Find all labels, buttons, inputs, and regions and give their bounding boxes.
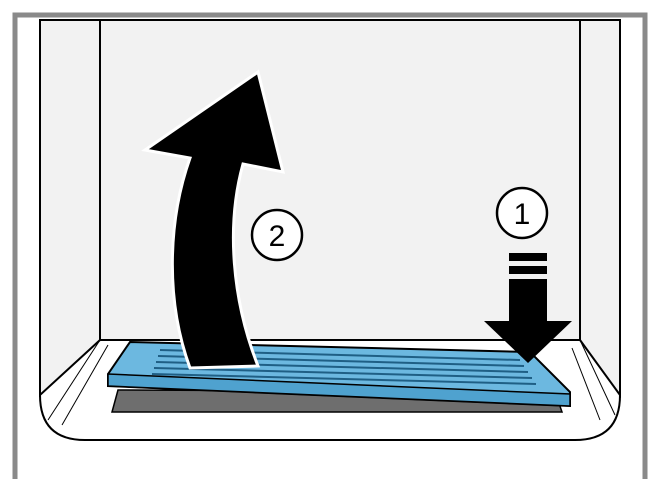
curved-arrow-up-icon — [141, 69, 286, 370]
step-2-badge: 2 — [250, 208, 304, 262]
right-side-wall — [579, 19, 621, 399]
down-arrow-icon — [484, 253, 572, 363]
step-1-badge: 1 — [495, 186, 549, 240]
svg-text:1: 1 — [514, 198, 531, 231]
left-side-wall — [39, 19, 101, 398]
svg-text:2: 2 — [269, 220, 286, 253]
floor-lines — [47, 339, 616, 426]
figure-frame — [12, 12, 648, 479]
